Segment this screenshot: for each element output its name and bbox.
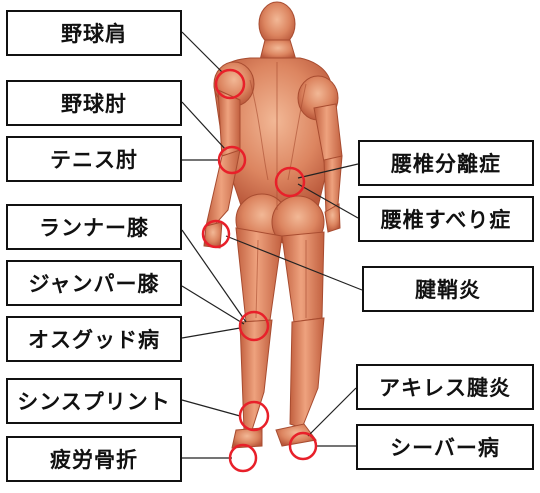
leader-tenosynovitis	[225, 235, 363, 291]
right-thigh	[281, 231, 325, 323]
label-runners-knee: ランナー膝	[6, 204, 182, 250]
leader-baseball-elbow	[181, 101, 227, 151]
label-osgood: オスグッド病	[6, 316, 182, 362]
marker-knee	[238, 310, 270, 342]
right-calf	[289, 317, 325, 429]
label-tenosynovitis: 腱鞘炎	[362, 266, 534, 312]
marker-wrist	[201, 219, 231, 249]
left-foot	[231, 427, 263, 449]
leader-osgood	[181, 327, 241, 339]
leader-jumpers-knee	[181, 285, 245, 325]
leader-achilles	[307, 387, 357, 437]
leader-spondylolisthesis	[297, 183, 359, 219]
label-tennis-elbow: テニス肘	[6, 136, 182, 182]
left-forearm	[205, 149, 241, 231]
label-sever: シーバー病	[356, 424, 534, 470]
marker-foot	[228, 443, 258, 473]
label-stress-fracture: 疲労骨折	[6, 436, 182, 482]
label-baseball-elbow: 野球肘	[6, 80, 182, 126]
leader-lines	[181, 31, 363, 459]
label-jumpers-knee: ジャンパー膝	[6, 260, 182, 306]
leader-runners-knee	[181, 229, 247, 323]
marker-lumbar	[274, 166, 306, 198]
label-achilles: アキレス腱炎	[356, 364, 534, 410]
neck	[259, 39, 297, 61]
injury-markers	[201, 68, 318, 473]
marker-shin	[238, 400, 270, 432]
leader-shin-splints	[181, 399, 241, 417]
head	[258, 1, 296, 47]
right-hand	[324, 203, 341, 233]
label-shin-splints: シンスプリント	[6, 378, 182, 424]
leader-baseball-shoulder	[181, 31, 223, 73]
marker-heel	[288, 431, 318, 461]
leader-spondylolysis	[297, 163, 359, 179]
label-baseball-shoulder: 野球肩	[6, 10, 182, 56]
label-spondylolysis: 腰椎分離症	[358, 140, 534, 186]
label-spondylolisthesis: 腰椎すべり症	[358, 196, 534, 242]
marker-baseball-shoulder	[214, 68, 246, 100]
marker-elbow	[217, 145, 247, 175]
